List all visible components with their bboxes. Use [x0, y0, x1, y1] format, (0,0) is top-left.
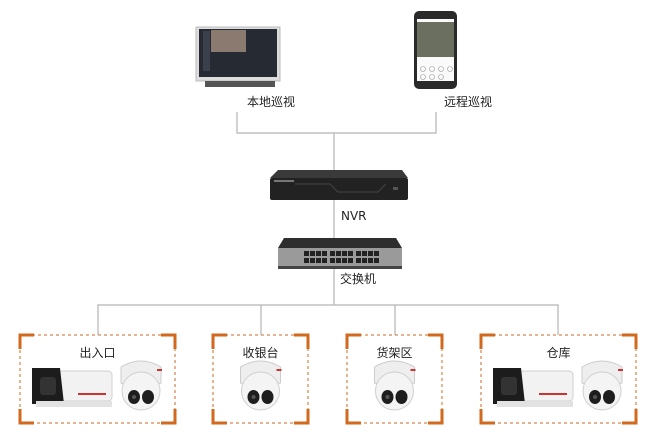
- zone-dashed-border: [212, 334, 309, 424]
- nvr-device-icon: [270, 170, 408, 200]
- switch-port: [330, 258, 335, 263]
- zone-label: 货架区: [376, 345, 412, 360]
- switch-port: [374, 251, 379, 256]
- network-switch-icon: [278, 238, 402, 269]
- zone-corner-brackets: [479, 333, 638, 425]
- switch-port: [336, 258, 341, 263]
- connection-lines: [97, 112, 559, 335]
- zone-0: 出入口: [18, 333, 177, 425]
- switch-port: [304, 258, 309, 263]
- dome-camera-icon: [240, 360, 282, 411]
- switch-port: [362, 258, 367, 263]
- bullet-camera-icon: [492, 367, 574, 408]
- client-label-remote: 远程巡视: [444, 94, 492, 109]
- nvr-label: NVR: [341, 209, 367, 223]
- switch-port: [330, 251, 335, 256]
- switch-port: [368, 251, 373, 256]
- switch-port: [316, 258, 321, 263]
- switch-port: [322, 251, 327, 256]
- bullet-camera-icon: [31, 367, 113, 408]
- zone-corner-brackets: [18, 333, 177, 425]
- dome-camera-icon: [120, 360, 163, 411]
- dome-camera-icon: [581, 360, 624, 411]
- zone-dashed-border: [19, 334, 176, 424]
- switch-port: [336, 251, 341, 256]
- switch-port: [356, 258, 361, 263]
- dome-camera-icon: [374, 360, 416, 411]
- zone-label: 出入口: [79, 346, 115, 360]
- switch-port: [342, 258, 347, 263]
- client-label-local: 本地巡视: [247, 94, 295, 109]
- switch-port: [322, 258, 327, 263]
- switch-port: [374, 258, 379, 263]
- switch-port: [362, 251, 367, 256]
- zone-dashed-border: [480, 334, 637, 424]
- switch-port: [342, 251, 347, 256]
- switch-port: [368, 258, 373, 263]
- monitor-icon: [195, 26, 281, 87]
- zone-label: 仓库: [546, 345, 570, 360]
- switch-port: [356, 251, 361, 256]
- switch-port: [304, 251, 309, 256]
- zone-dashed-border: [346, 334, 443, 424]
- smartphone-icon: [414, 11, 457, 89]
- switch-port: [310, 258, 315, 263]
- switch-port: [348, 251, 353, 256]
- zone-1: 收银台: [211, 333, 310, 425]
- zone-corner-brackets: [211, 333, 310, 425]
- switch-port: [310, 251, 315, 256]
- switch-port: [316, 251, 321, 256]
- zone-corner-brackets: [345, 333, 444, 425]
- zone-3: 仓库: [479, 333, 638, 425]
- switch-label: 交换机: [340, 271, 376, 286]
- switch-port: [348, 258, 353, 263]
- zone-2: 货架区: [345, 333, 444, 425]
- zone-label: 收银台: [242, 345, 278, 360]
